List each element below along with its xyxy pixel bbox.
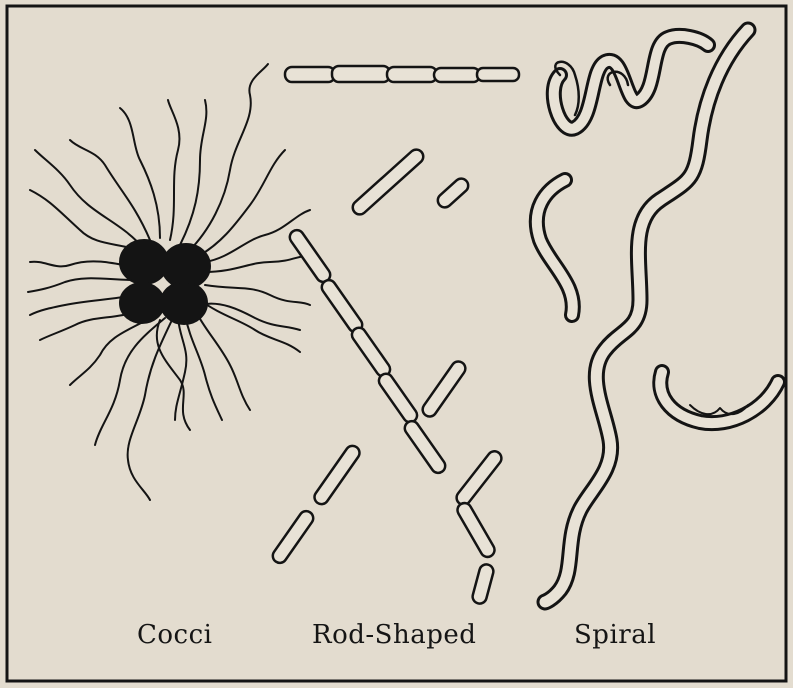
cocci-cells	[120, 240, 210, 324]
coccus-cell	[120, 240, 168, 284]
spiral-cell-coil	[554, 36, 708, 129]
spiral-group	[537, 30, 778, 602]
rod-cell	[270, 508, 316, 565]
label-spiral: Spiral	[574, 620, 656, 650]
spiral-cell-crescent	[660, 372, 778, 423]
rod-cell	[319, 277, 365, 334]
coccus-flagellum	[95, 318, 165, 445]
rod-cell	[350, 147, 426, 218]
label-cocci: Cocci	[137, 620, 213, 650]
rod-cell	[420, 359, 468, 419]
rod-cell	[402, 418, 448, 475]
coccus-flagellum	[185, 315, 222, 420]
rod-cell	[332, 66, 390, 82]
spiral-cell-vibrio	[537, 180, 573, 315]
coccus-flagellum	[205, 285, 310, 305]
figure-frame	[7, 6, 786, 681]
coccus-flagellum	[70, 318, 150, 385]
coccus-flagellum	[28, 278, 135, 292]
coccus-cell	[120, 283, 164, 323]
rod-cell	[349, 325, 393, 379]
coccus-flagellum	[168, 100, 179, 240]
coccus-flagellum	[180, 100, 206, 245]
rod-cell	[287, 227, 333, 284]
rod-cell	[455, 501, 497, 560]
rod-cell	[376, 371, 420, 425]
rod-cell	[387, 67, 437, 82]
label-rod-shaped: Rod-Shaped	[312, 620, 476, 650]
rod-cell	[435, 176, 471, 210]
coccus-cell	[161, 282, 207, 324]
rod-cell	[471, 563, 495, 605]
rod-cell	[434, 68, 480, 82]
rod-shaped-group	[270, 66, 519, 605]
rod-cell	[454, 448, 504, 507]
coccus-flagellum	[195, 150, 285, 258]
coccus-flagellum	[195, 310, 250, 410]
rod-cell	[285, 67, 335, 82]
coccus-flagellum	[175, 318, 186, 420]
rod-cell	[312, 443, 362, 507]
rod-cell	[477, 68, 519, 81]
